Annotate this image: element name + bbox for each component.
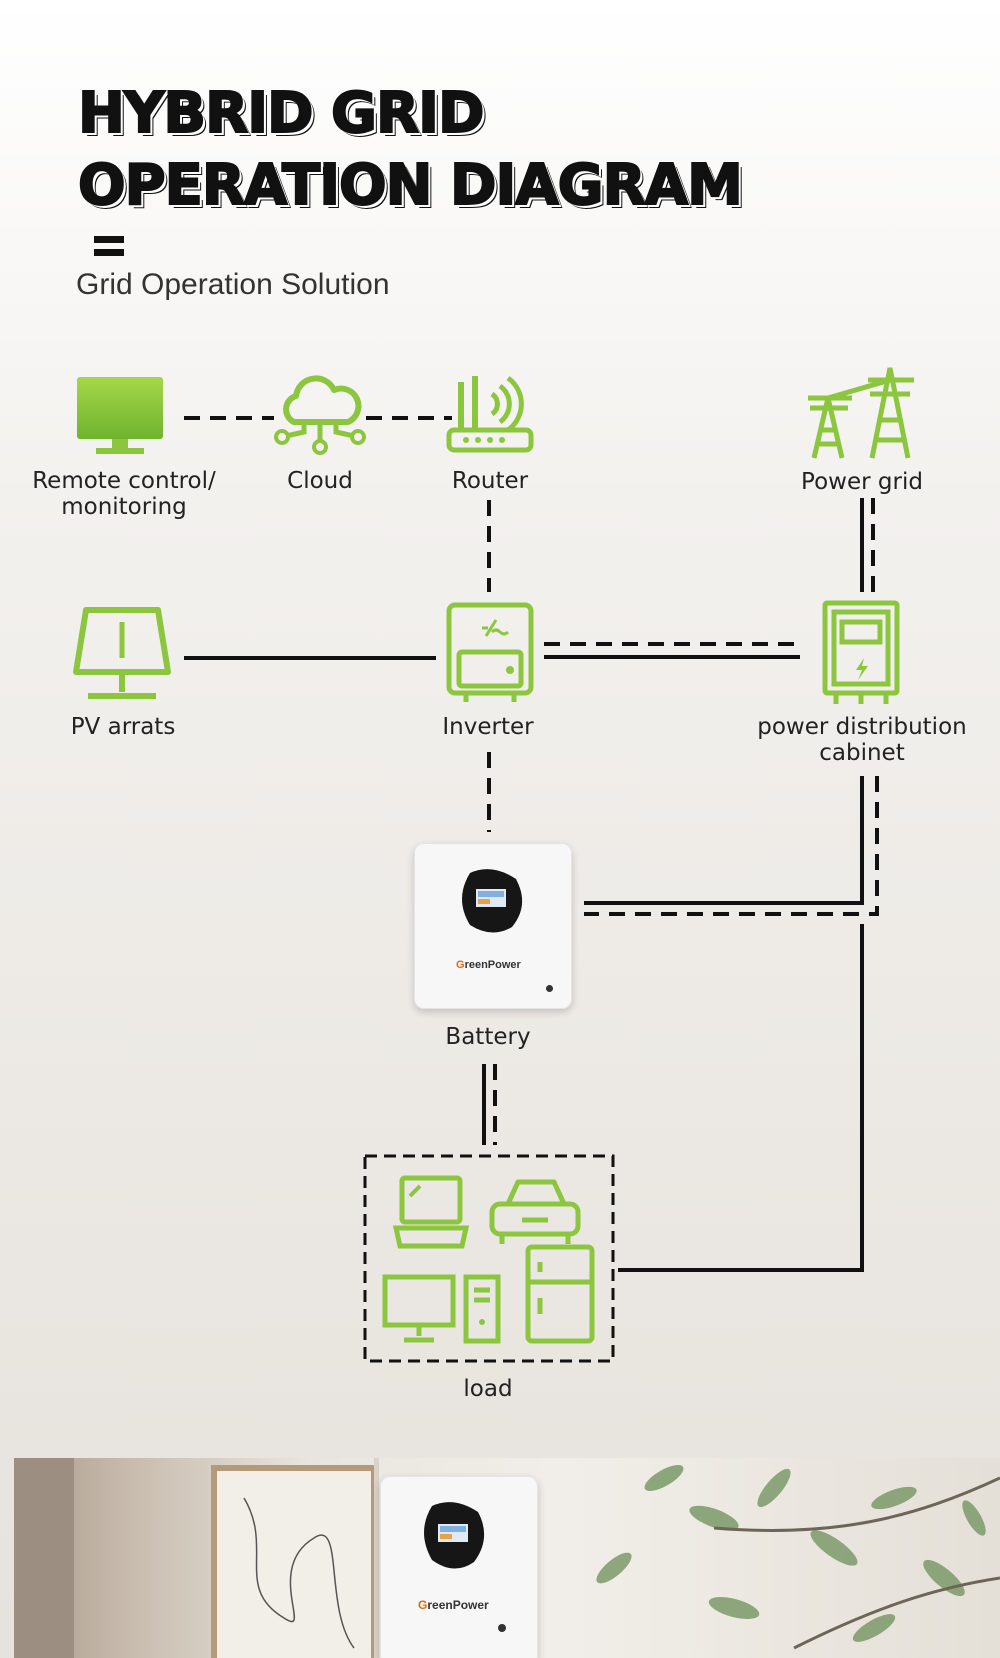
link-cabinet-battery-power xyxy=(584,776,864,905)
link-cabinet-load xyxy=(618,924,864,1272)
solar-panel-icon xyxy=(73,607,171,699)
page-title: HYBRID GRID OPERATION DIAGRAM xyxy=(77,78,744,222)
cloud-icon xyxy=(274,375,366,455)
load-box xyxy=(363,1154,615,1363)
monitor-icon xyxy=(77,377,163,454)
display-screen-icon xyxy=(424,1502,485,1569)
refrigerator-icon xyxy=(525,1244,595,1344)
display-screen-icon xyxy=(462,869,523,933)
label-router: Router xyxy=(451,468,529,494)
status-led xyxy=(498,1624,506,1632)
label-cloud: Cloud xyxy=(287,468,353,494)
equals-mark xyxy=(94,236,124,258)
label-load: load xyxy=(463,1376,513,1402)
router-icon xyxy=(446,375,534,453)
distribution-cabinet-icon xyxy=(822,600,900,704)
desktop-computer-icon xyxy=(382,1274,501,1344)
title-line-1: HYBRID GRID xyxy=(77,80,485,147)
battery-product: GreenPower xyxy=(380,1476,538,1658)
room-scene xyxy=(14,1458,1000,1658)
title-line-2: OPERATION DIAGRAM xyxy=(77,152,744,219)
label-remote: Remote control/ monitoring xyxy=(32,468,216,520)
inverter-icon xyxy=(446,602,534,702)
label-inverter: Inverter xyxy=(442,714,534,740)
link-cabinet-battery-data xyxy=(584,776,879,916)
brand-logo: GreenPower xyxy=(456,959,521,971)
laptop-icon xyxy=(392,1175,470,1249)
label-battery: Battery xyxy=(445,1024,531,1050)
status-led xyxy=(546,985,553,992)
battery-device: GreenPower xyxy=(414,843,572,1009)
car-icon xyxy=(489,1179,581,1244)
product-photo: GreenPower xyxy=(14,1458,1000,1658)
label-power-grid: Power grid xyxy=(801,469,923,495)
brand-logo-photo: GreenPower xyxy=(418,1598,489,1612)
label-cabinet: power distribution cabinet xyxy=(757,714,967,766)
transmission-tower-icon xyxy=(808,367,914,459)
subtitle: Grid Operation Solution xyxy=(76,268,390,301)
label-pv: PV arrats xyxy=(70,714,176,740)
